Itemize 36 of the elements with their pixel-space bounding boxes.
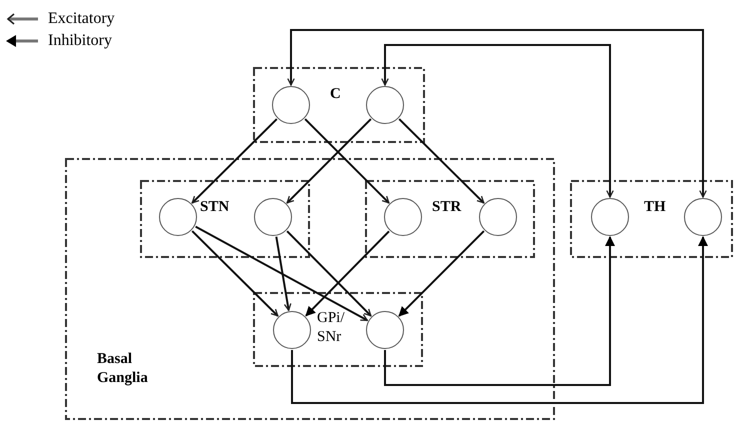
circle-node xyxy=(366,311,404,349)
group-box xyxy=(140,180,310,258)
circle-node xyxy=(384,198,422,236)
circle-node xyxy=(479,198,517,236)
circle-node xyxy=(684,198,722,236)
arrow xyxy=(286,230,372,316)
arrow xyxy=(287,29,707,198)
arrow xyxy=(398,118,484,204)
circle-node xyxy=(254,198,292,236)
circle-node xyxy=(159,198,197,236)
legend-text: Inhibitory xyxy=(48,32,112,50)
arrow xyxy=(195,226,368,322)
region-label: C xyxy=(330,85,341,104)
region-label: Basal Ganglia xyxy=(97,350,149,388)
arrow xyxy=(384,236,615,386)
arrow xyxy=(291,236,708,404)
group-box xyxy=(253,67,425,143)
group-box xyxy=(65,158,555,420)
arrow xyxy=(398,230,485,317)
circle-node xyxy=(366,86,404,124)
region-label: STR xyxy=(432,198,462,217)
region-label: GPi/ SNr xyxy=(317,309,346,346)
arrow xyxy=(192,230,278,317)
group-box xyxy=(253,292,423,367)
circle-node xyxy=(272,86,310,124)
legend-text: Excitatory xyxy=(48,10,115,28)
arrow xyxy=(275,236,292,311)
circle-node xyxy=(591,198,629,236)
circle-node xyxy=(273,311,311,349)
region-label: STN xyxy=(200,198,230,217)
group-box xyxy=(570,180,733,258)
arrow xyxy=(286,118,372,204)
region-label: TH xyxy=(644,198,666,217)
group-box xyxy=(365,180,535,258)
arrow xyxy=(304,118,390,204)
arrow xyxy=(381,44,614,198)
